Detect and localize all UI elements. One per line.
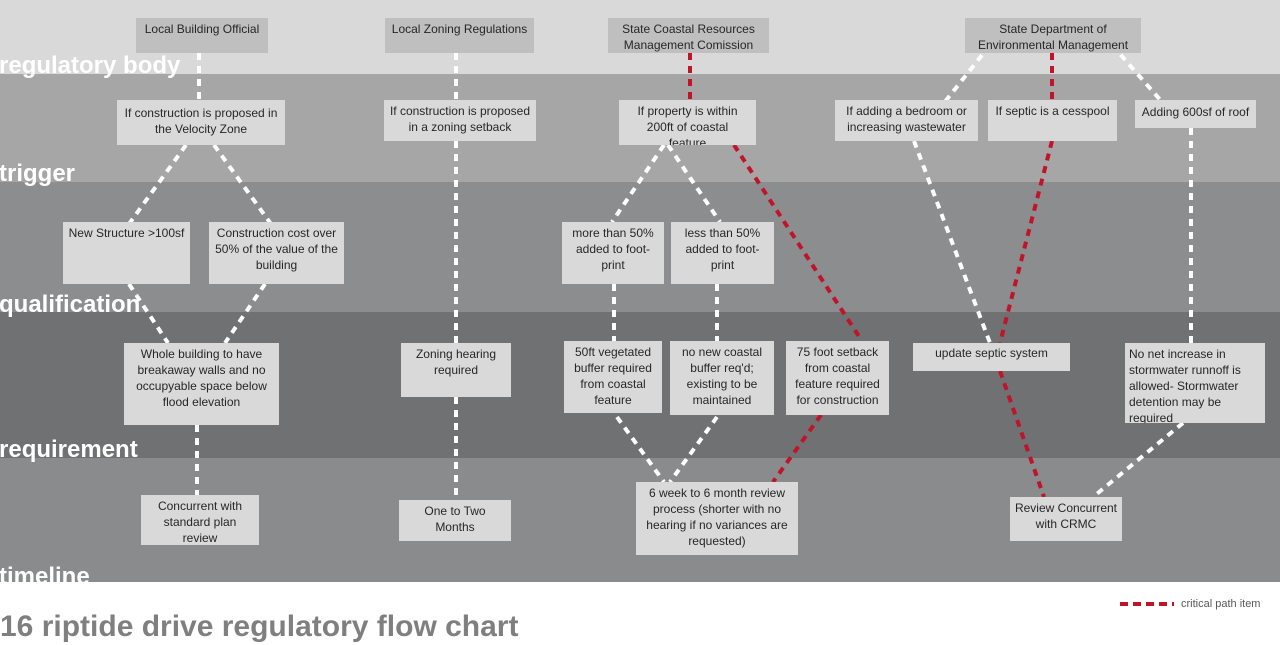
qualification-construction-cost-label: Construction cost over 50% of the value … xyxy=(215,226,338,272)
timeline-six-week-review: 6 week to 6 month review process (shorte… xyxy=(636,482,798,555)
timeline-concurrent-plan-review-label: Concurrent with standard plan review xyxy=(157,499,243,545)
trigger-roof-label: Adding 600sf of roof xyxy=(1141,105,1250,119)
requirement-zoning-hearing-label: Zoning hearing required xyxy=(415,347,497,377)
requirement-50ft-buffer: 50ft vegetated buffer required from coas… xyxy=(564,341,662,413)
requirement-stormwater: No net increase in stormwater runnoff is… xyxy=(1125,343,1265,423)
header-building-official-label: Local Building Official xyxy=(144,22,260,36)
qualification-less-50: less than 50% added to foot-print xyxy=(671,222,774,284)
connector xyxy=(1110,43,1165,105)
requirement-no-new-buffer: no new coastal buffer req'd; existing to… xyxy=(670,341,774,415)
header-dem: State Department of Environmental Manage… xyxy=(965,18,1141,53)
requirement-update-septic-label: update septic system xyxy=(935,346,1048,360)
band-label-timeline: timeline xyxy=(0,563,90,582)
connector xyxy=(668,415,719,484)
connector xyxy=(610,143,666,224)
timeline-six-week-review-label: 6 week to 6 month review process (shorte… xyxy=(646,486,788,548)
qualification-less-50-label: less than 50% added to foot-print xyxy=(684,226,761,272)
critical-connector xyxy=(771,413,823,484)
qualification-new-structure-label: New Structure >100sf xyxy=(68,226,185,240)
trigger-velocity-zone-label: If construction is proposed in the Veloc… xyxy=(124,106,278,136)
connector xyxy=(127,143,188,226)
header-dem-label: State Department of Environmental Manage… xyxy=(977,22,1129,52)
header-crmc-label: State Coastal Resources Management Comis… xyxy=(622,22,755,52)
page-title: 16 riptide drive regulatory flow chart xyxy=(0,610,519,643)
requirement-75ft-setback-label: 75 foot setback from coastal feature req… xyxy=(795,345,880,407)
timeline-one-two-months: One to Two Months xyxy=(399,500,511,541)
trigger-coastal-feature: If property is within 200ft of coastal f… xyxy=(619,100,756,145)
trigger-velocity-zone: If construction is proposed in the Veloc… xyxy=(117,100,285,145)
connector xyxy=(666,143,722,224)
trigger-coastal-feature-label: If property is within 200ft of coastal f… xyxy=(637,104,738,145)
requirement-no-new-buffer-label: no new coastal buffer req'd; existing to… xyxy=(681,345,763,407)
band-label-qualification: qualification xyxy=(0,291,141,318)
timeline-one-two-months-label: One to Two Months xyxy=(424,504,486,534)
header-building-official: Local Building Official xyxy=(136,18,268,53)
trigger-bedroom: If adding a bedroom or increasing wastew… xyxy=(835,100,978,141)
timeline-concurrent-crmc-label: Review Concurrent with CRMC xyxy=(1014,501,1118,531)
trigger-zoning-setback: If construction is proposed in a zoning … xyxy=(384,100,536,141)
requirement-update-septic: update septic system xyxy=(913,343,1070,371)
connector xyxy=(223,282,267,345)
connector xyxy=(615,415,666,484)
connector xyxy=(912,140,992,344)
requirement-75ft-setback: 75 foot setback from coastal feature req… xyxy=(786,341,889,415)
requirement-breakaway-walls-label: Whole building to have breakaway walls a… xyxy=(136,347,267,409)
band-label-requirement: requirement xyxy=(0,436,138,463)
connector xyxy=(1091,421,1185,499)
timeline-concurrent-crmc: Review Concurrent with CRMC xyxy=(1010,497,1122,541)
qualification-construction-cost: Construction cost over 50% of the value … xyxy=(209,222,344,284)
connector xyxy=(212,143,273,226)
critical-connector xyxy=(732,143,864,343)
qualification-more-50: more than 50% added to foot-print xyxy=(562,222,664,284)
timeline-concurrent-plan-review: Concurrent with standard plan review xyxy=(141,495,259,545)
legend-critical-path-label: critical path item xyxy=(1181,598,1261,610)
trigger-cesspool-label: If septic is a cesspool xyxy=(995,104,1110,118)
requirement-stormwater-label: No net increase in stormwater runnoff is… xyxy=(1129,347,1241,423)
trigger-bedroom-label: If adding a bedroom or increasing wastew… xyxy=(846,104,967,134)
connector xyxy=(942,43,992,105)
legend: critical path item xyxy=(1120,596,1280,612)
header-zoning-regulations-label: Local Zoning Regulations xyxy=(391,22,528,36)
requirement-breakaway-walls: Whole building to have breakaway walls a… xyxy=(124,343,279,425)
trigger-cesspool: If septic is a cesspool xyxy=(988,100,1117,141)
connector xyxy=(127,282,170,345)
qualification-more-50-label: more than 50% added to foot-print xyxy=(572,226,654,272)
band-label-trigger: trigger xyxy=(0,160,76,187)
trigger-roof: Adding 600sf of roof xyxy=(1135,100,1256,128)
band-label-regulatory-body: regulatory body xyxy=(0,52,181,79)
critical-connector xyxy=(998,140,1054,344)
header-zoning-regulations: Local Zoning Regulations xyxy=(385,18,534,53)
trigger-zoning-setback-label: If construction is proposed in a zoning … xyxy=(389,104,531,134)
requirement-50ft-buffer-label: 50ft vegetated buffer required from coas… xyxy=(574,345,652,407)
qualification-new-structure: New Structure >100sf xyxy=(63,222,190,284)
header-crmc: State Coastal Resources Management Comis… xyxy=(608,18,769,53)
requirement-zoning-hearing: Zoning hearing required xyxy=(401,343,511,397)
critical-path-swatch-icon xyxy=(1120,602,1174,606)
critical-connector xyxy=(998,370,1046,498)
